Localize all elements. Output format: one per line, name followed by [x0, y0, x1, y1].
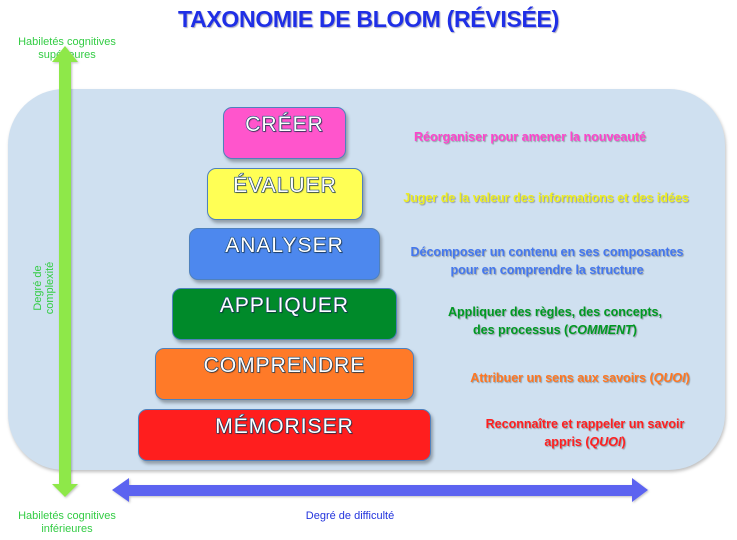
description-comprendre: Attribuer un sens aux savoirs (QUOI)	[435, 369, 725, 387]
level-label: CRÉER	[245, 112, 324, 136]
description-text-line1: Reconnaître et rappeler un savoir	[485, 417, 685, 431]
description-analyser: Décomposer un contenu en ses composantes…	[382, 243, 712, 279]
description-memoriser: Reconnaître et rappeler un savoir appris…	[445, 415, 725, 451]
description-text: )	[632, 323, 637, 337]
diagram-title: TAXONOMIE DE BLOOM (RÉVISÉE)	[178, 6, 559, 32]
description-text-line1: Appliquer des règles, des concepts,	[448, 305, 662, 319]
horizontal-double-arrow-icon	[112, 478, 648, 502]
vertical-axis-label: Degré de complexité	[32, 261, 56, 315]
description-emphasis: QUOI	[653, 371, 686, 385]
level-label: ÉVALUER	[233, 173, 337, 197]
bottom-axis-label: Habiletés cognitives inférieures	[8, 510, 126, 536]
vertical-double-arrow-icon	[52, 46, 78, 497]
description-text: Réorganiser pour amener la nouveauté	[413, 130, 646, 144]
description-text: )	[621, 435, 626, 449]
description-text: Attribuer un sens aux savoirs (	[470, 371, 654, 385]
description-evaluer: Juger de la valeur des informations et d…	[365, 189, 727, 207]
horizontal-axis-label: Degré de difficulté	[305, 510, 395, 522]
description-text-line1: Décomposer un contenu en ses composantes	[410, 245, 684, 259]
level-analyser: ANALYSER	[189, 228, 380, 280]
level-creer: CRÉER	[223, 107, 346, 159]
level-evaluer: ÉVALUER	[207, 168, 363, 220]
description-text-line2: pour en comprendre la structure	[450, 263, 644, 277]
description-text: Juger de la valeur des informations et d…	[403, 191, 689, 205]
description-creer: Réorganiser pour amener la nouveauté	[370, 128, 690, 146]
description-text: appris (	[544, 435, 590, 449]
description-emphasis: QUOI	[589, 435, 622, 449]
top-axis-label-line1: Habiletés cognitives	[18, 36, 116, 48]
description-appliquer: Appliquer des règles, des concepts, des …	[420, 303, 690, 339]
bottom-axis-label-line1: Habiletés cognitives	[18, 510, 116, 522]
level-memoriser: MÉMORISER	[138, 409, 431, 461]
description-emphasis: COMMENT	[568, 323, 633, 337]
level-label: COMPRENDRE	[203, 353, 366, 377]
level-label: MÉMORISER	[215, 414, 354, 438]
level-comprendre: COMPRENDRE	[155, 348, 414, 400]
description-text: des processus (	[473, 323, 569, 337]
description-text-line2: des processus (COMMENT)	[420, 321, 690, 339]
description-text: )	[685, 371, 690, 385]
level-label: ANALYSER	[225, 233, 344, 257]
bottom-axis-label-line2: inférieures	[41, 523, 93, 535]
top-axis-label: Habiletés cognitives supérieures	[8, 36, 126, 62]
description-text-line2: appris (QUOI)	[445, 433, 725, 451]
level-appliquer: APPLIQUER	[172, 288, 397, 340]
level-label: APPLIQUER	[219, 293, 350, 317]
